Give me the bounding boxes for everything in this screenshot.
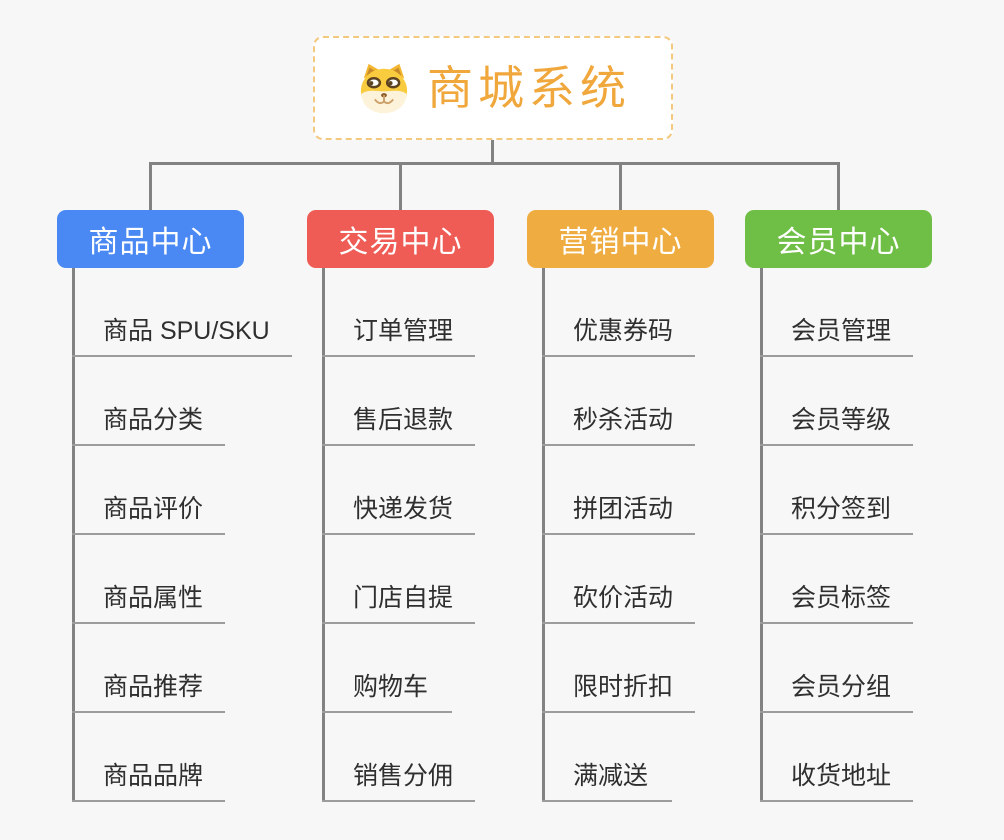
leaf-node[interactable]: 售后退款 [322, 357, 476, 446]
leaf-node[interactable]: 快递发货 [322, 446, 476, 535]
connector-drop-product [149, 162, 152, 211]
leaf-node[interactable]: 砍价活动 [542, 535, 696, 624]
leaf-node[interactable]: 积分签到 [760, 446, 914, 535]
leaf-node[interactable]: 拼团活动 [542, 446, 696, 535]
leaf-node[interactable]: 满减送 [542, 713, 672, 802]
leaf-node[interactable]: 优惠券码 [542, 268, 696, 357]
leaf-node[interactable]: 购物车 [322, 624, 452, 713]
branch-column-member: 会员管理 会员等级 积分签到 会员标签 会员分组 收货地址 [760, 268, 914, 802]
branch-label: 交易中心 [338, 226, 463, 259]
connector-horizontal-bar [149, 162, 840, 165]
connector-drop-marketing [619, 162, 622, 211]
connector-root-drop [491, 139, 494, 165]
leaf-node[interactable]: 商品推荐 [72, 624, 226, 713]
branch-column-trade: 订单管理 售后退款 快递发货 门店自提 购物车 销售分佣 [322, 268, 476, 802]
branch-header-trade-center[interactable]: 交易中心 [307, 210, 494, 268]
branch-column-marketing: 优惠券码 秒杀活动 拼团活动 砍价活动 限时折扣 满减送 [542, 268, 696, 802]
branch-label: 营销中心 [558, 226, 683, 259]
doge-icon [355, 62, 413, 114]
connector-drop-trade [399, 162, 402, 211]
branch-header-product-center[interactable]: 商品中心 [57, 210, 244, 268]
leaf-node[interactable]: 限时折扣 [542, 624, 696, 713]
leaf-node[interactable]: 商品品牌 [72, 713, 226, 802]
branch-header-member-center[interactable]: 会员中心 [745, 210, 932, 268]
branch-label: 会员中心 [776, 226, 901, 259]
branch-label: 商品中心 [88, 226, 213, 259]
leaf-node[interactable]: 销售分佣 [322, 713, 476, 802]
leaf-node[interactable]: 秒杀活动 [542, 357, 696, 446]
leaf-node[interactable]: 订单管理 [322, 268, 476, 357]
leaf-node[interactable]: 收货地址 [760, 713, 914, 802]
connector-drop-member [837, 162, 840, 211]
leaf-node[interactable]: 会员等级 [760, 357, 914, 446]
leaf-node[interactable]: 商品属性 [72, 535, 226, 624]
leaf-node[interactable]: 门店自提 [322, 535, 476, 624]
root-node[interactable]: 商城系统 [313, 36, 673, 140]
branch-column-product: 商品 SPU/SKU 商品分类 商品评价 商品属性 商品推荐 商品品牌 [72, 268, 292, 802]
leaf-node[interactable]: 会员标签 [760, 535, 914, 624]
leaf-node[interactable]: 会员管理 [760, 268, 914, 357]
leaf-node[interactable]: 会员分组 [760, 624, 914, 713]
leaf-node[interactable]: 商品 SPU/SKU [72, 268, 292, 357]
leaf-node[interactable]: 商品分类 [72, 357, 226, 446]
leaf-node[interactable]: 商品评价 [72, 446, 226, 535]
root-title: 商城系统 [427, 62, 631, 114]
branch-header-marketing-center[interactable]: 营销中心 [527, 210, 714, 268]
